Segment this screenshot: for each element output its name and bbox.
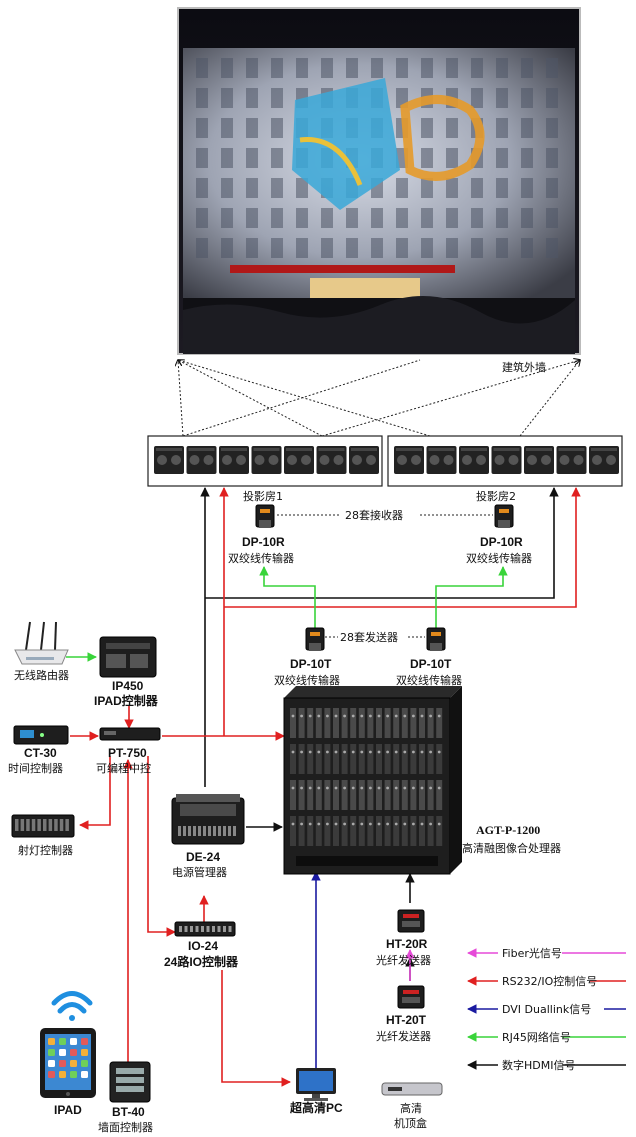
legend: Fiber光信号 RS232/IO控制信号 DVI Duallink信号 RJ45网络… bbox=[467, 945, 626, 1072]
agt-model: AGT-P-1200 bbox=[476, 823, 540, 837]
projector-rack-1 bbox=[147, 435, 383, 487]
ipad-device bbox=[40, 1028, 96, 1098]
ht20r-device bbox=[397, 909, 425, 933]
ip450-desc: IPAD控制器 bbox=[94, 693, 159, 708]
dp10r-1-model: DP-10R bbox=[242, 535, 285, 549]
dp10r-2-device bbox=[494, 504, 514, 528]
ht20r-model: HT-20R bbox=[386, 937, 428, 951]
bt40-model: BT-40 bbox=[112, 1105, 145, 1119]
dp10t-1-device bbox=[305, 627, 325, 651]
io24-model: IO-24 bbox=[188, 939, 218, 953]
projection-lines bbox=[178, 360, 580, 437]
projector-unit bbox=[394, 446, 424, 474]
io24-desc: 24路IO控制器 bbox=[164, 954, 239, 969]
legend-label: RJ45网络信号 bbox=[502, 1030, 571, 1044]
ct30-desc: 时间控制器 bbox=[8, 761, 63, 775]
dp10t-2-model: DP-10T bbox=[410, 657, 452, 671]
dp10t-2-device bbox=[426, 627, 446, 651]
de24-desc: 电源管理器 bbox=[172, 865, 227, 879]
agt-device bbox=[283, 686, 462, 875]
projector-unit bbox=[219, 446, 249, 474]
ct30-device bbox=[13, 725, 69, 745]
legend-label: Fiber光信号 bbox=[502, 946, 562, 960]
projector-unit bbox=[556, 446, 587, 474]
pt750-desc: 可编程中控 bbox=[96, 761, 151, 775]
legend-label: DVI Duallink信号 bbox=[502, 1003, 591, 1016]
dp10r-1-device bbox=[255, 504, 275, 528]
bt40-desc: 墙面控制器 bbox=[98, 1120, 153, 1134]
dp10t-1-model: DP-10T bbox=[290, 657, 332, 671]
projector-rack-2 bbox=[387, 435, 623, 487]
projector-unit bbox=[491, 446, 522, 474]
dp10t-1-desc: 双绞线传输器 bbox=[274, 673, 340, 687]
projector-unit bbox=[426, 446, 457, 474]
pt750-model: PT-750 bbox=[108, 746, 147, 760]
dp10r-1-desc: 双绞线传输器 bbox=[228, 551, 294, 565]
control-lines bbox=[70, 487, 581, 1087]
ht20r-desc: 光纤发送器 bbox=[376, 953, 431, 967]
agt-desc: 高清融图像合处理器 bbox=[462, 841, 561, 855]
bt40-device bbox=[109, 1061, 151, 1103]
projector-unit bbox=[349, 446, 379, 474]
projector-unit bbox=[459, 446, 489, 474]
building-photo bbox=[177, 7, 581, 355]
ct30-model: CT-30 bbox=[24, 746, 57, 760]
dp10r-2-model: DP-10R bbox=[480, 535, 523, 549]
building-caption: 建筑外墙 bbox=[502, 360, 546, 374]
ipad-label: IPAD bbox=[54, 1103, 82, 1117]
de24-device bbox=[171, 794, 245, 845]
ip450-model: IP450 bbox=[112, 679, 144, 693]
ip450-device bbox=[99, 636, 157, 678]
legend-item: DVI Duallink信号 bbox=[467, 1001, 626, 1016]
legend-item: RS232/IO控制信号 bbox=[467, 973, 626, 988]
dp10t-2-desc: 双绞线传输器 bbox=[396, 673, 462, 687]
projector-unit bbox=[284, 446, 314, 474]
legend-item: RJ45网络信号 bbox=[467, 1029, 626, 1044]
pc-device bbox=[296, 1068, 336, 1101]
stb-line2: 机顶盒 bbox=[394, 1116, 427, 1130]
projector-unit bbox=[524, 446, 554, 474]
stb-line1: 高清 bbox=[400, 1101, 422, 1115]
router-device bbox=[14, 621, 69, 665]
dp10r-2-desc: 双绞线传输器 bbox=[466, 551, 532, 565]
wifi-icon bbox=[51, 991, 93, 1021]
rj45-lines bbox=[66, 566, 508, 662]
receivers-label: 28套接收器 bbox=[345, 508, 403, 522]
stb-device bbox=[381, 1082, 443, 1096]
room1-label: 投影房1 bbox=[243, 489, 283, 503]
ht20t-model: HT-20T bbox=[386, 1013, 427, 1027]
ht20t-device bbox=[397, 985, 425, 1009]
legend-item: Fiber光信号 bbox=[467, 945, 626, 960]
ht20t-desc: 光纤发送器 bbox=[376, 1029, 431, 1043]
legend-label: RS232/IO控制信号 bbox=[502, 974, 597, 988]
room2-label: 投影房2 bbox=[476, 489, 516, 503]
spotlight-label: 射灯控制器 bbox=[18, 843, 73, 857]
io24-device bbox=[174, 921, 236, 937]
projector-unit bbox=[186, 446, 217, 474]
pc-label: 超高清PC bbox=[289, 1100, 343, 1115]
router-label: 无线路由器 bbox=[14, 668, 69, 682]
senders-label: 28套发送器 bbox=[340, 630, 398, 644]
de24-model: DE-24 bbox=[186, 850, 220, 864]
pt750-device bbox=[99, 727, 161, 741]
projector-unit bbox=[316, 446, 347, 474]
legend-label: 数字HDMI信号 bbox=[502, 1058, 575, 1072]
legend-item: 数字HDMI信号 bbox=[467, 1057, 626, 1072]
projector-unit bbox=[154, 446, 184, 474]
projector-unit bbox=[589, 446, 619, 474]
projector-unit bbox=[251, 446, 282, 474]
dp-link-dotted bbox=[277, 514, 493, 638]
spotlight-device bbox=[11, 814, 75, 838]
